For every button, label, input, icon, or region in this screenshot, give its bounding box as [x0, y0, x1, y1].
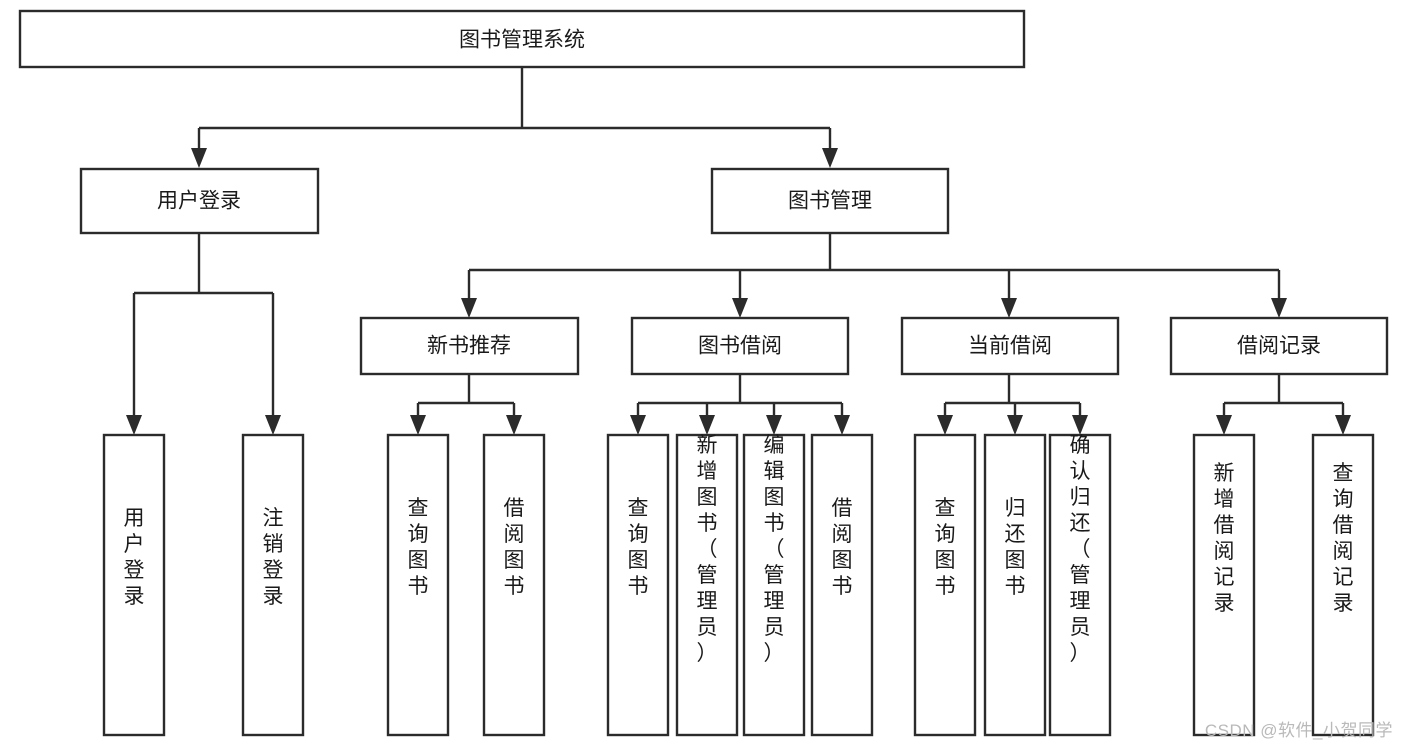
node-user-login-box[interactable]: [79, 167, 320, 235]
node-new-book-recommend[interactable]: 新书推荐: [359, 316, 580, 376]
leaf-node[interactable]: 新增借阅记录: [1192, 433, 1256, 737]
arrowhead-bb-4: [834, 415, 850, 435]
leaf-node[interactable]: 查询图书: [913, 433, 977, 737]
node-borrow-record-label: 借阅记录: [1237, 335, 1321, 358]
arrowhead-l3-4: [1271, 298, 1287, 318]
leaf-label-currentborrow-1: 查询图书: [935, 497, 956, 598]
node-root-label: 图书管理系统: [459, 29, 585, 52]
leaf-label-bookborrow-4: 借阅图书: [832, 497, 853, 598]
node-user-login-label: 用户登录: [157, 190, 241, 213]
leaf-label-newbook-2: 借阅图书: [504, 497, 525, 598]
leaf-node[interactable]: 查询图书: [386, 433, 450, 737]
connector-group-userlogin-to-leaves: [126, 233, 281, 435]
leaf-node[interactable]: 查询借阅记录: [1311, 433, 1375, 737]
leaf-label-currentborrow-2: 归还图书: [1005, 497, 1026, 598]
leaf-box-currentborrow-1[interactable]: [913, 433, 977, 737]
leaf-box-borrowrecord-2[interactable]: [1311, 433, 1375, 737]
leaf-box-bookborrow-4[interactable]: [810, 433, 874, 737]
connector-group-borrowrecord-to-leaves: [1216, 374, 1351, 435]
leaf-box-user-login-1[interactable]: [102, 433, 166, 737]
leaf-box-currentborrow-3[interactable]: [1048, 433, 1112, 737]
leaf-node[interactable]: 归还图书: [983, 433, 1047, 737]
arrowhead-l3-3: [1001, 298, 1017, 318]
arrowhead-bb-3: [766, 415, 782, 435]
arrowhead-ul-1: [126, 415, 142, 435]
arrowhead-l3-1: [461, 298, 477, 318]
leaf-box-bookborrow-1[interactable]: [606, 433, 670, 737]
arrowhead-bb-2: [699, 415, 715, 435]
node-user-login[interactable]: 用户登录: [79, 167, 320, 235]
node-book-management-label: 图书管理: [788, 190, 872, 213]
node-root[interactable]: 图书管理系统: [18, 9, 1026, 69]
leaf-node[interactable]: 借阅图书: [482, 433, 546, 737]
arrowhead-cb-1: [937, 415, 953, 435]
leaf-label-currentborrow-3: 确认归还（管理员）: [1070, 434, 1091, 665]
leaf-box-user-login-2[interactable]: [241, 433, 305, 737]
leaf-node[interactable]: 查询图书: [606, 433, 670, 737]
node-book-management-box[interactable]: [710, 167, 950, 235]
leaf-box-bookborrow-3[interactable]: [742, 433, 806, 737]
leaf-node[interactable]: 注销登录: [241, 433, 305, 737]
arrowhead-nb-2: [506, 415, 522, 435]
leaf-box-bookborrow-2[interactable]: [675, 433, 739, 737]
leaf-box-currentborrow-2[interactable]: [983, 433, 1047, 737]
node-root-box[interactable]: [18, 9, 1026, 69]
node-borrow-record-box[interactable]: [1169, 316, 1389, 376]
leaf-label-borrowrecord-1: 新增借阅记录: [1214, 462, 1235, 615]
node-book-borrow-box[interactable]: [630, 316, 850, 376]
node-current-borrow[interactable]: 当前借阅: [900, 316, 1120, 376]
node-book-borrow[interactable]: 图书借阅: [630, 316, 850, 376]
leaf-label-bookborrow-3: 编辑图书（管理员）: [764, 434, 785, 665]
connector-group-newbook-to-leaves: [410, 374, 522, 435]
node-new-book-recommend-box[interactable]: [359, 316, 580, 376]
arrowhead-cb-2: [1007, 415, 1023, 435]
arrowhead-book-mgmt: [822, 148, 838, 168]
leaf-node[interactable]: 借阅图书: [810, 433, 874, 737]
node-book-management[interactable]: 图书管理: [710, 167, 950, 235]
arrowhead-ul-2: [265, 415, 281, 435]
leaf-box-borrowrecord-1[interactable]: [1192, 433, 1256, 737]
leaf-label-bookborrow-2: 新增图书（管理员）: [697, 434, 718, 665]
csdn-watermark: CSDN @软件_小贺同学: [1204, 721, 1393, 740]
leaf-box-newbook-1[interactable]: [386, 433, 450, 737]
leaf-node[interactable]: 确认归还（管理员）: [1048, 433, 1112, 737]
arrowhead-cb-3: [1072, 415, 1088, 435]
arrowhead-br-2: [1335, 415, 1351, 435]
connector-group-currentborrow-to-leaves: [937, 374, 1088, 435]
connector-group-bookmgmt-to-level3: [461, 233, 1287, 318]
arrowhead-l3-2: [732, 298, 748, 318]
leaf-node[interactable]: 用户登录: [102, 433, 166, 737]
node-new-book-recommend-label: 新书推荐: [427, 335, 511, 358]
node-current-borrow-label: 当前借阅: [968, 335, 1052, 358]
arrowhead-user-login: [191, 148, 207, 168]
leaf-label-newbook-1: 查询图书: [408, 497, 429, 598]
node-current-borrow-box[interactable]: [900, 316, 1120, 376]
leaf-node[interactable]: 新增图书（管理员）: [675, 433, 739, 737]
arrowhead-nb-1: [410, 415, 426, 435]
arrowhead-br-1: [1216, 415, 1232, 435]
leaf-box-newbook-2[interactable]: [482, 433, 546, 737]
leaf-label-user-login-1: 用户登录: [124, 507, 145, 608]
arrowhead-bb-1: [630, 415, 646, 435]
node-borrow-record[interactable]: 借阅记录: [1169, 316, 1389, 376]
leaf-label-bookborrow-1: 查询图书: [628, 497, 649, 598]
connector-group-bookborrow-to-leaves: [630, 374, 850, 435]
node-book-borrow-label: 图书借阅: [698, 335, 782, 358]
leaf-node[interactable]: 编辑图书（管理员）: [742, 433, 806, 737]
leaf-label-user-login-2: 注销登录: [263, 507, 284, 608]
connector-group-root-to-level2: [191, 67, 838, 168]
leaf-label-borrowrecord-2: 查询借阅记录: [1333, 462, 1354, 615]
